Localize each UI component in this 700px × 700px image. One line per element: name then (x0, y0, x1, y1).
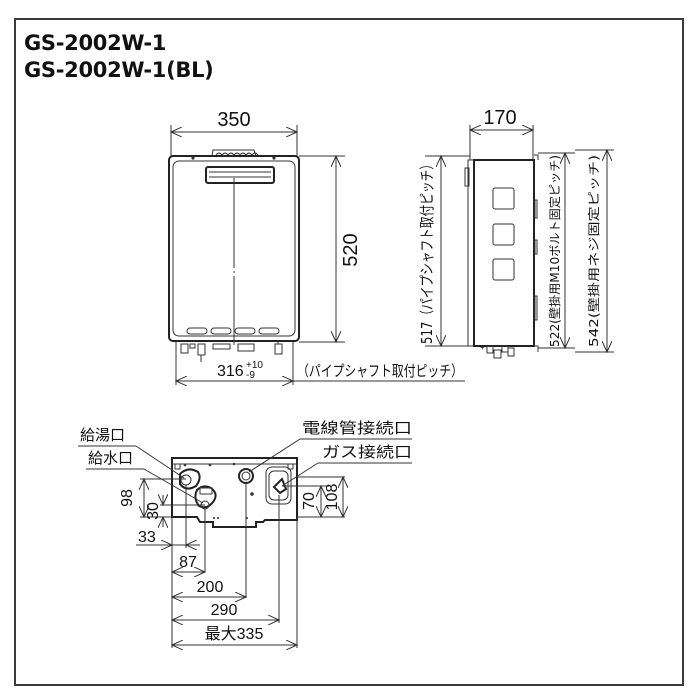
dim-87: 87 (179, 554, 197, 571)
dim-200: 200 (197, 579, 224, 596)
pitch-tolerance-lower: -9 (246, 370, 255, 381)
dim-70: 70 (301, 492, 318, 510)
screw-pitch-label: 542(壁掛用ネジ固定ピッチ) (586, 155, 601, 347)
pitch-label: 316 (217, 363, 244, 380)
width-label: 350 (217, 109, 250, 131)
pitch-note: （パイプシャフト取付ピッチ） (297, 362, 463, 380)
bolt-pitch-label: 522(壁掛用M10ボルト固定ピッチ) (547, 155, 562, 347)
shaft-pitch-label: 517（パイプシャフト取付ピッチ） (418, 158, 436, 344)
dim-33: 33 (138, 529, 156, 546)
dim-108: 108 (324, 484, 341, 511)
model-titles: GS-2002W-1 GS-2002W-1(BL) (24, 30, 214, 84)
model-title-1: GS-2002W-1 (24, 31, 167, 55)
dim-30: 30 (145, 502, 162, 520)
height-label: 520 (340, 233, 362, 266)
gas-connection-label: ガス接続口 (322, 443, 412, 461)
side-body (473, 159, 535, 347)
drawing-frame (14, 18, 684, 686)
dim-98: 98 (119, 489, 136, 507)
dim-290: 290 (211, 602, 238, 619)
side-view: 170 + 517（パイプシャフト取付ピッチ） 522(壁掛用M10ボルト固定ピ… (418, 107, 614, 359)
hot-water-outlet-label: 給湯口 (80, 426, 125, 444)
front-view: 350 520 (168, 109, 465, 385)
conduit-connection-label: 電線管接続口 (302, 419, 412, 437)
bottom-view: 給湯口 給水口 電線管接続口 ガス接続口 98 30 70 108 (78, 419, 412, 648)
water-inlet-label: 給水口 (88, 449, 133, 467)
svg-text:+: + (480, 343, 485, 352)
depth-label: 170 (483, 107, 516, 129)
pitch-tolerance-upper: +10 (246, 360, 263, 371)
model-title-2: GS-2002W-1(BL) (24, 58, 214, 82)
dim-max-335: 最大335 (205, 625, 264, 643)
